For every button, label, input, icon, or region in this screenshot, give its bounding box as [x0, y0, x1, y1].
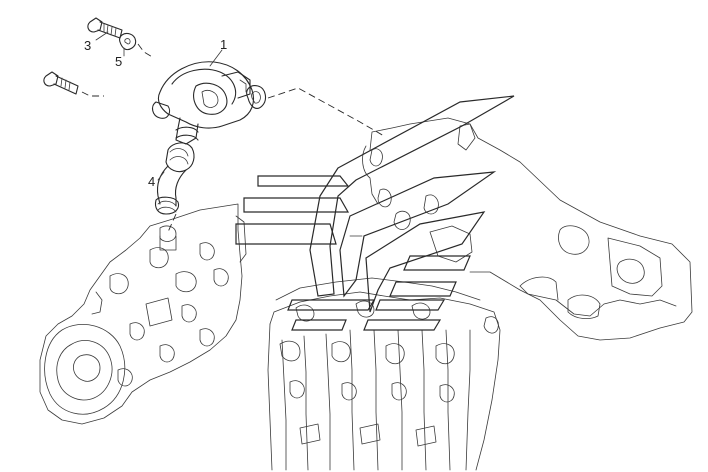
part-3-bolt [87, 17, 123, 39]
callout-part-4: 4 [148, 174, 155, 189]
callout-leaders [95, 31, 223, 181]
assembly-leader-lines [81, 43, 385, 233]
callout-part-5: 5 [115, 54, 122, 69]
callout-part-3: 3 [84, 38, 91, 53]
chevron-manifold-outline [235, 95, 515, 331]
part-1-outlet-housing [151, 61, 267, 145]
part-5-washer [119, 32, 137, 51]
callout-labels: 1 3 5 4 [84, 37, 227, 189]
front-housing [39, 203, 247, 425]
second-bolt [43, 71, 79, 95]
callout-part-1: 1 [220, 37, 227, 52]
part-4-hose [154, 142, 195, 251]
